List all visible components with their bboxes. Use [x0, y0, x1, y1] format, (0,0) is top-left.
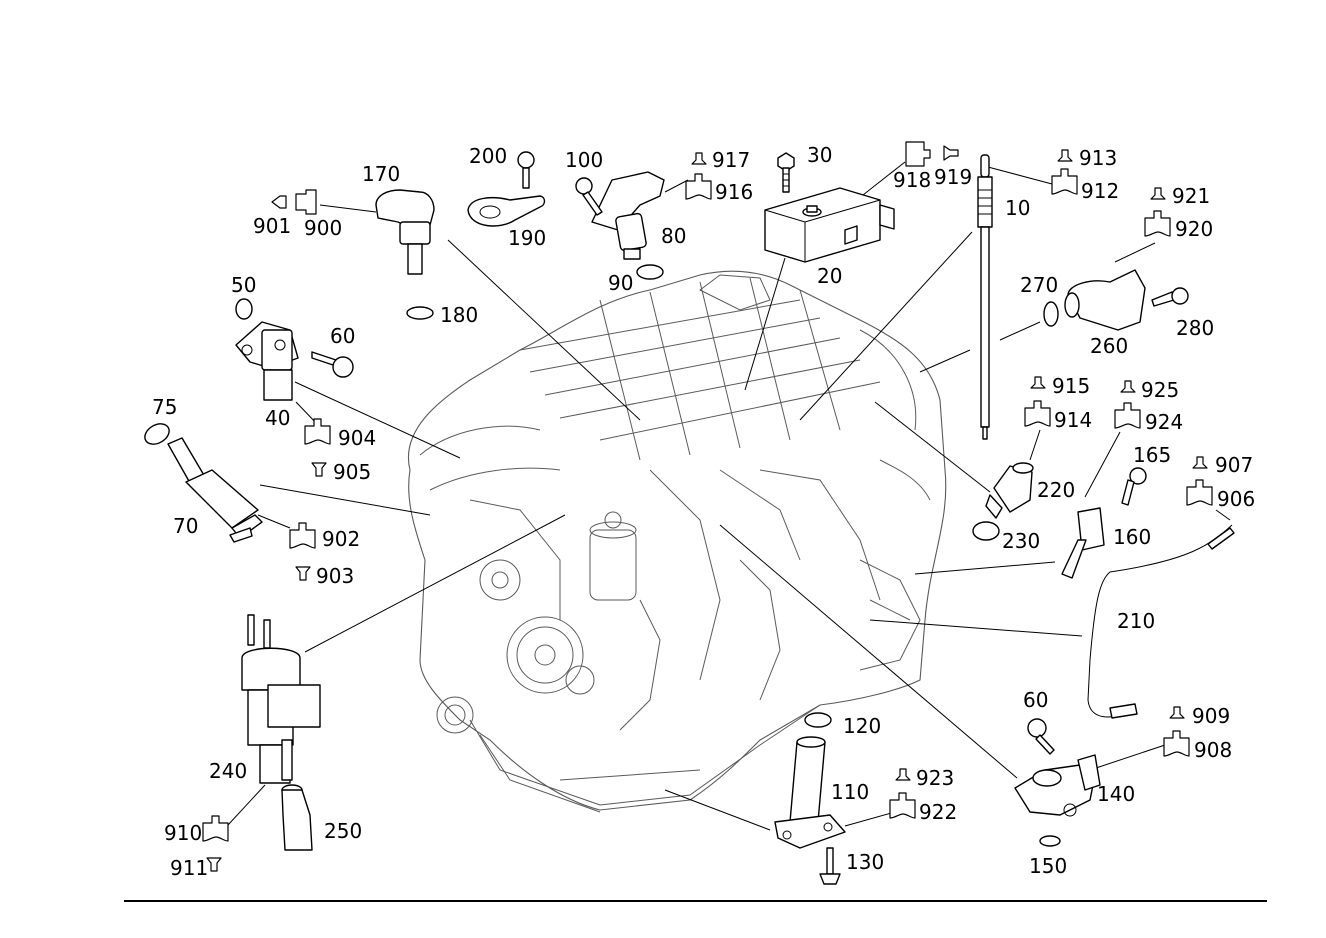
callout-909: 909: [1192, 704, 1230, 728]
callout-200: 200: [469, 144, 507, 168]
o-ring-75: [144, 423, 170, 445]
callout-75: 75: [152, 395, 177, 419]
callout-907: 907: [1215, 453, 1253, 477]
sensor-260: [1064, 269, 1146, 331]
o-ring-150: [1039, 835, 1061, 847]
sensor-170: [375, 189, 435, 275]
sensor-140: [1014, 754, 1101, 817]
callout-labels: 10 20 30 40 50 60 60 70 75 80 90 100 110…: [152, 143, 1255, 880]
callout-90: 90: [608, 271, 633, 295]
valve-240: [241, 614, 321, 784]
callout-924: 924: [1145, 410, 1183, 434]
callout-120: 120: [843, 714, 881, 738]
sensor-80: [591, 171, 665, 260]
callout-914: 914: [1054, 408, 1092, 432]
seal-ring-230: [972, 521, 1000, 541]
glow-plug-10: [977, 154, 993, 440]
callout-904: 904: [338, 426, 376, 450]
callout-220: 220: [1037, 478, 1075, 502]
callout-210: 210: [1117, 609, 1155, 633]
sensor-210: [1087, 524, 1235, 719]
screw-200: [517, 151, 535, 189]
callout-280: 280: [1176, 316, 1214, 340]
callout-919: 919: [934, 165, 972, 189]
o-ring-50: [235, 298, 253, 320]
connector-symbols: [202, 141, 1213, 872]
callout-922: 922: [919, 800, 957, 824]
callout-170: 170: [362, 162, 400, 186]
o-ring-270: [1043, 301, 1059, 327]
callout-908: 908: [1194, 738, 1232, 762]
callout-913: 913: [1079, 146, 1117, 170]
callout-910: 910: [164, 821, 202, 845]
callout-30: 30: [807, 143, 832, 167]
sensor-220: [985, 462, 1034, 519]
callout-180: 180: [440, 303, 478, 327]
gasket-190: [467, 195, 546, 227]
callout-902: 902: [322, 527, 360, 551]
o-ring-180: [406, 306, 434, 320]
bolt-60-lower: [1027, 718, 1055, 755]
callout-140: 140: [1097, 782, 1135, 806]
leader-lines: [227, 161, 1231, 831]
callout-165: 165: [1133, 443, 1171, 467]
callout-100: 100: [565, 148, 603, 172]
callout-130: 130: [846, 850, 884, 874]
callout-900: 900: [304, 216, 342, 240]
callout-80: 80: [661, 224, 686, 248]
callout-903: 903: [316, 564, 354, 588]
callout-240: 240: [209, 759, 247, 783]
callout-230: 230: [1002, 529, 1040, 553]
callout-250: 250: [324, 819, 362, 843]
callout-150: 150: [1029, 854, 1067, 878]
bolt-60-upper: [311, 351, 354, 378]
callout-60-upper: 60: [330, 324, 355, 348]
callout-920: 920: [1175, 217, 1213, 241]
callout-190: 190: [508, 226, 546, 250]
screw-130: [819, 847, 841, 885]
o-ring-90: [636, 264, 664, 280]
control-unit-20: [764, 187, 895, 263]
callout-901: 901: [253, 214, 291, 238]
sensor-70: [167, 437, 263, 543]
callout-916: 916: [715, 180, 753, 204]
callout-70: 70: [173, 514, 198, 538]
callout-50: 50: [231, 273, 256, 297]
callout-912: 912: [1081, 179, 1119, 203]
callout-160: 160: [1113, 525, 1151, 549]
callout-60-lower: 60: [1023, 688, 1048, 712]
screw-30: [777, 152, 795, 193]
bolt-100: [575, 177, 603, 216]
callout-906: 906: [1217, 487, 1255, 511]
callout-925: 925: [1141, 378, 1179, 402]
callout-40: 40: [265, 406, 290, 430]
callout-905: 905: [333, 460, 371, 484]
callout-911: 911: [170, 856, 208, 880]
cap-250: [281, 784, 313, 851]
callout-10: 10: [1005, 196, 1030, 220]
callout-917: 917: [712, 148, 750, 172]
bolt-165: [1121, 467, 1147, 506]
engine-assembly: [407, 270, 947, 813]
pressure-sensor-40: [235, 321, 299, 401]
callout-20: 20: [817, 264, 842, 288]
callout-270: 270: [1020, 273, 1058, 297]
o-ring-120: [804, 712, 832, 728]
bolt-280: [1151, 287, 1189, 307]
callout-921: 921: [1172, 184, 1210, 208]
callout-110: 110: [831, 780, 869, 804]
callout-260: 260: [1090, 334, 1128, 358]
callout-915: 915: [1052, 374, 1090, 398]
callout-918: 918: [893, 168, 931, 192]
sensor-160: [1061, 507, 1105, 579]
callout-923: 923: [916, 766, 954, 790]
sensor-110: [774, 736, 846, 849]
